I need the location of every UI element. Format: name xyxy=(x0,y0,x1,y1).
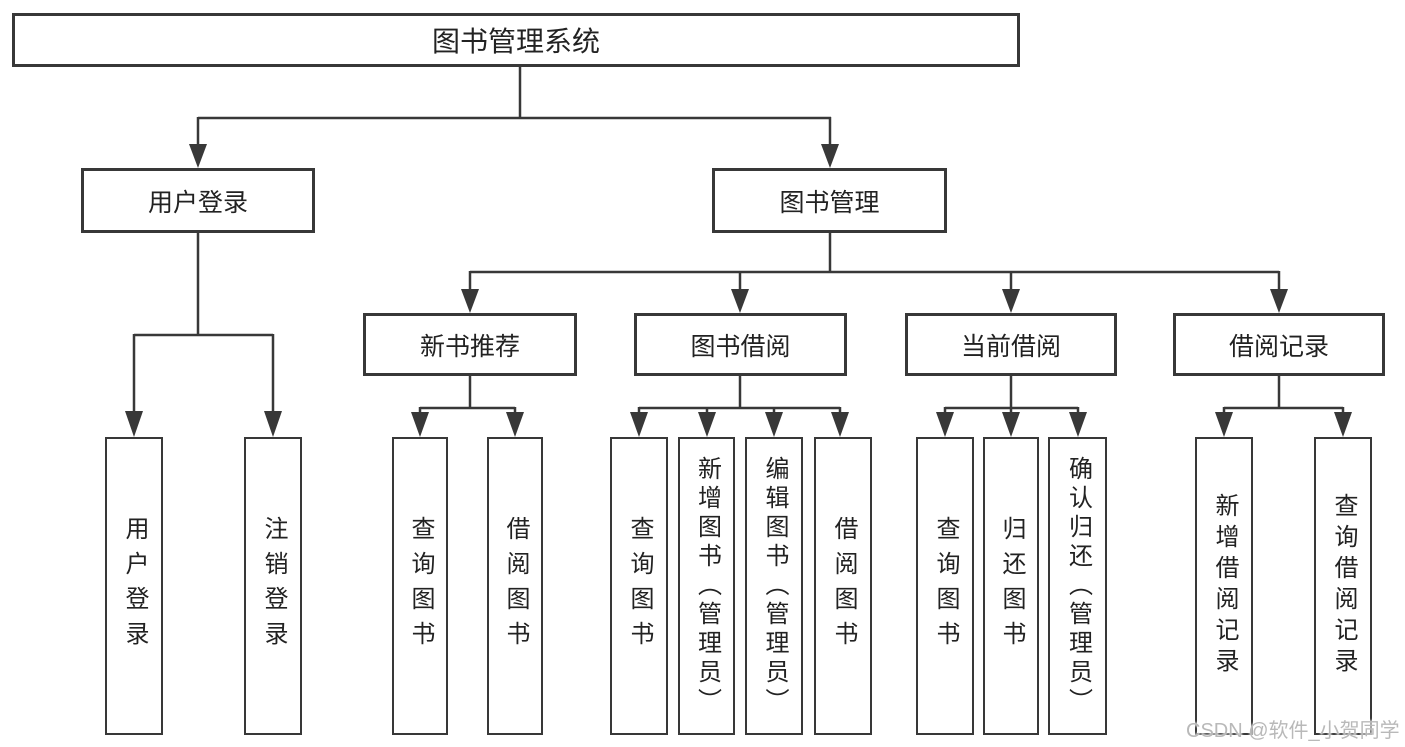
leaf-add-borrow-record: 新增借阅记录 xyxy=(1195,437,1253,735)
leaf-borrow-books-recommend: 借阅图书 xyxy=(487,437,543,735)
node-user-login-label: 用户登录 xyxy=(147,188,248,217)
arrowheads xyxy=(125,144,1352,437)
leaf-return-book-label: 归还图书 xyxy=(998,516,1025,656)
leaf-edit-book-admin-label: 编辑图书（管理员） xyxy=(761,455,788,717)
node-book-borrowing: 图书借阅 xyxy=(634,313,847,376)
leaf-confirm-return-admin: 确认归还（管理员） xyxy=(1048,437,1107,735)
leaf-user-login: 用户登录 xyxy=(105,437,163,735)
node-borrowing-records: 借阅记录 xyxy=(1173,313,1385,376)
node-book-borrowing-label: 图书借阅 xyxy=(690,332,791,361)
node-current-borrowing: 当前借阅 xyxy=(905,313,1117,376)
watermark: CSDN @软件_小贺同学 xyxy=(1186,720,1400,742)
node-book-management: 图书管理 xyxy=(712,168,947,233)
leaf-query-books-recommend-label: 查询图书 xyxy=(407,516,434,656)
leaf-query-books-current-label: 查询图书 xyxy=(932,516,959,656)
node-book-management-label: 图书管理 xyxy=(779,188,880,217)
leaf-borrow-books-recommend-label: 借阅图书 xyxy=(502,516,529,656)
node-borrowing-records-label: 借阅记录 xyxy=(1228,332,1329,361)
leaf-logout-label: 注销登录 xyxy=(260,516,287,656)
leaf-borrow-books-label: 借阅图书 xyxy=(830,516,857,656)
leaf-user-login-label: 用户登录 xyxy=(121,516,148,656)
leaf-logout: 注销登录 xyxy=(244,437,302,735)
leaf-edit-book-admin: 编辑图书（管理员） xyxy=(745,437,803,735)
leaf-add-borrow-record-label: 新增借阅记录 xyxy=(1211,493,1238,679)
leaf-add-book-admin: 新增图书（管理员） xyxy=(678,437,735,735)
leaf-return-book: 归还图书 xyxy=(983,437,1039,735)
node-user-login: 用户登录 xyxy=(81,168,315,233)
leaf-confirm-return-admin-label: 确认归还（管理员） xyxy=(1064,455,1092,717)
leaf-query-borrow-record: 查询借阅记录 xyxy=(1314,437,1372,735)
leaf-query-books-current: 查询图书 xyxy=(916,437,974,735)
leaf-query-books-recommend: 查询图书 xyxy=(392,437,448,735)
root-node-label: 图书管理系统 xyxy=(431,26,600,57)
leaf-query-books-borrowing: 查询图书 xyxy=(610,437,668,735)
node-current-borrowing-label: 当前借阅 xyxy=(960,332,1061,361)
leaf-borrow-books: 借阅图书 xyxy=(814,437,872,735)
node-new-book-recommend: 新书推荐 xyxy=(363,313,577,376)
leaf-add-book-admin-label: 新增图书（管理员） xyxy=(693,455,721,717)
leaf-query-borrow-record-label: 查询借阅记录 xyxy=(1330,493,1357,679)
root-node: 图书管理系统 xyxy=(12,13,1020,67)
node-new-book-recommend-label: 新书推荐 xyxy=(419,332,520,361)
leaf-query-books-borrowing-label: 查询图书 xyxy=(626,516,653,656)
